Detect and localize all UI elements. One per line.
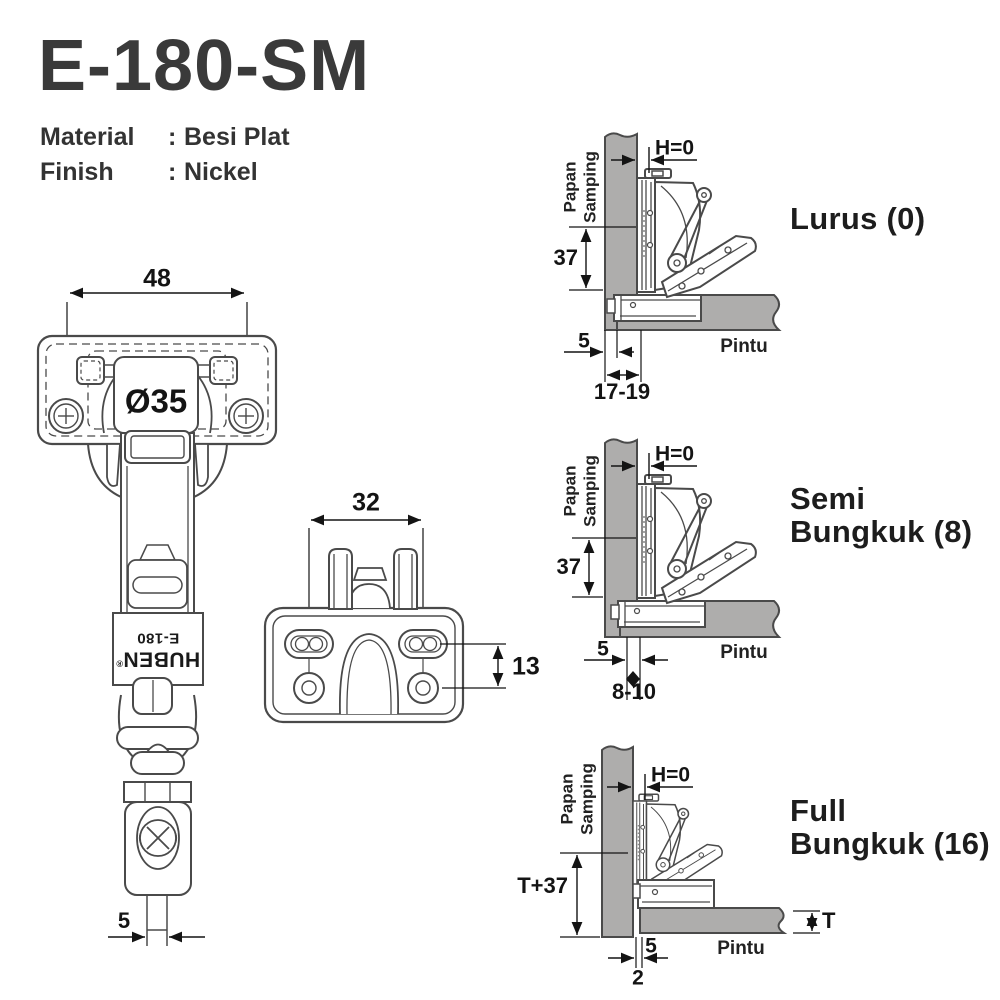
dim-range: 2	[632, 966, 644, 990]
dim-h0: H=0	[655, 442, 695, 466]
dim-width-48: 48	[143, 264, 171, 293]
dim-gap-5: 5	[578, 329, 590, 353]
diagram-lurus	[564, 132, 782, 382]
dim-t37: T+37	[517, 873, 568, 898]
dim-spacing-13: 13	[512, 652, 540, 681]
spec-colon: :	[168, 158, 177, 186]
dim-cup-diameter: Ø35	[124, 382, 188, 420]
brand-name: HUBEN	[122, 647, 201, 671]
dim-37: 37	[556, 554, 581, 579]
panel-label: Papan Samping	[560, 151, 599, 223]
dim-h0: H=0	[655, 136, 695, 160]
door-label: Pintu	[720, 642, 768, 663]
spec-value-material: Besi Plat	[184, 123, 290, 151]
diagram-semi-bungkuk	[572, 438, 782, 700]
panel-label: Papan Samping	[557, 763, 596, 835]
dim-thickness-t: T	[822, 908, 836, 933]
page-title: E-180-SM	[38, 26, 371, 106]
model-stamp: E-180	[136, 629, 180, 647]
mounting-plate-view	[263, 514, 506, 724]
door-label: Pintu	[720, 336, 768, 357]
dim-37: 37	[553, 245, 578, 270]
dim-range: 8-10	[611, 679, 657, 704]
brand-stamp: HUBEN® E-180	[116, 628, 200, 671]
dim-width-32: 32	[352, 488, 380, 517]
spec-list: Material : Besi Plat Finish : Nickel	[40, 122, 290, 187]
dim-gap-5: 5	[645, 934, 657, 958]
dim-h0: H=0	[651, 763, 691, 787]
spec-value-finish: Nickel	[184, 158, 258, 186]
panel-label: Papan Samping	[560, 455, 599, 527]
diagram-title-full-bungkuk: Full Bungkuk (16)	[790, 793, 990, 861]
registered-mark-icon: ®	[115, 658, 123, 669]
hinge-front-view	[36, 287, 278, 946]
spec-colon: :	[168, 123, 177, 151]
dim-gap-5: 5	[597, 637, 609, 661]
diagram-title-semi-bungkuk: Semi Bungkuk (8)	[790, 481, 973, 549]
spec-label-finish: Finish	[40, 158, 114, 186]
dim-range: 17-19	[593, 379, 651, 404]
diagram-full-bungkuk	[560, 745, 820, 968]
diagram-title-lurus: Lurus (0)	[790, 201, 926, 236]
door-label: Pintu	[717, 938, 765, 959]
dim-tail-5: 5	[117, 908, 131, 933]
spec-label-material: Material	[40, 123, 135, 151]
